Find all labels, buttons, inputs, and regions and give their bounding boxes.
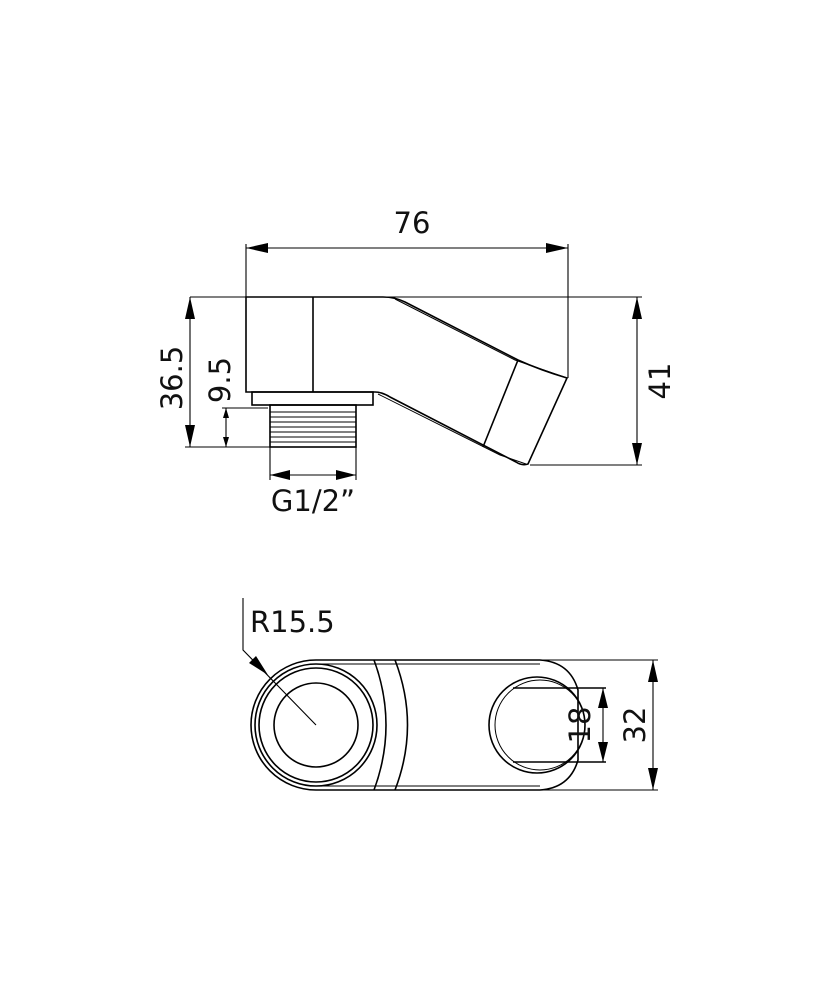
thread-lines: [270, 411, 356, 443]
dimension-length: 76: [245, 206, 569, 378]
top-view: R15.5 18 32: [242, 598, 658, 791]
dimension-width: 32: [540, 659, 658, 791]
height-label: 41: [643, 363, 677, 400]
top-view-outline: [250, 659, 606, 791]
dimension-inlet-height: 36.5: [155, 297, 270, 448]
width-label: 32: [618, 707, 652, 744]
dimension-height: 41: [190, 296, 677, 466]
dimension-thread-length: 9.5: [203, 357, 268, 447]
side-view-outline: [245, 296, 569, 466]
thread-label: G1/2”: [271, 484, 355, 518]
inlet-height-label: 36.5: [155, 346, 189, 411]
dimension-outlet-diameter: 18: [563, 688, 608, 762]
dimension-radius: R15.5: [242, 598, 335, 726]
length-label: 76: [394, 206, 431, 240]
outlet-diameter-label: 18: [563, 707, 597, 744]
side-view: 76 41 36.5 9.5: [155, 206, 677, 518]
thread-length-label: 9.5: [203, 357, 237, 403]
dimension-thread: G1/2”: [269, 447, 357, 518]
radius-label: R15.5: [250, 605, 335, 639]
